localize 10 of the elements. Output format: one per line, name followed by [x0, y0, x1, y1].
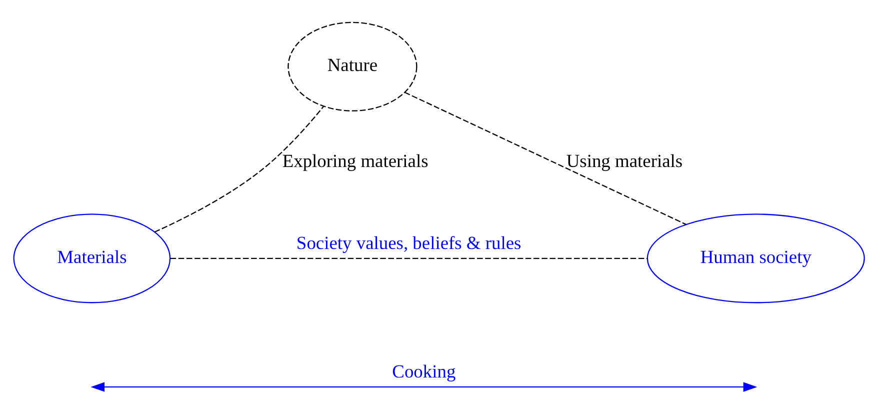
connector — [170, 258, 648, 259]
edge-label: Society values, beliefs & rules — [296, 232, 522, 253]
node-ellipse: Human society — [646, 214, 865, 304]
label: Cooking — [392, 362, 456, 382]
node-ellipse: Materials — [13, 214, 171, 304]
node-ellipse: Nature — [288, 22, 418, 112]
edge-label: Using materials — [566, 150, 683, 171]
edge-label: Exploring materials — [282, 150, 428, 171]
connector — [404, 92, 686, 225]
connector — [154, 106, 324, 233]
